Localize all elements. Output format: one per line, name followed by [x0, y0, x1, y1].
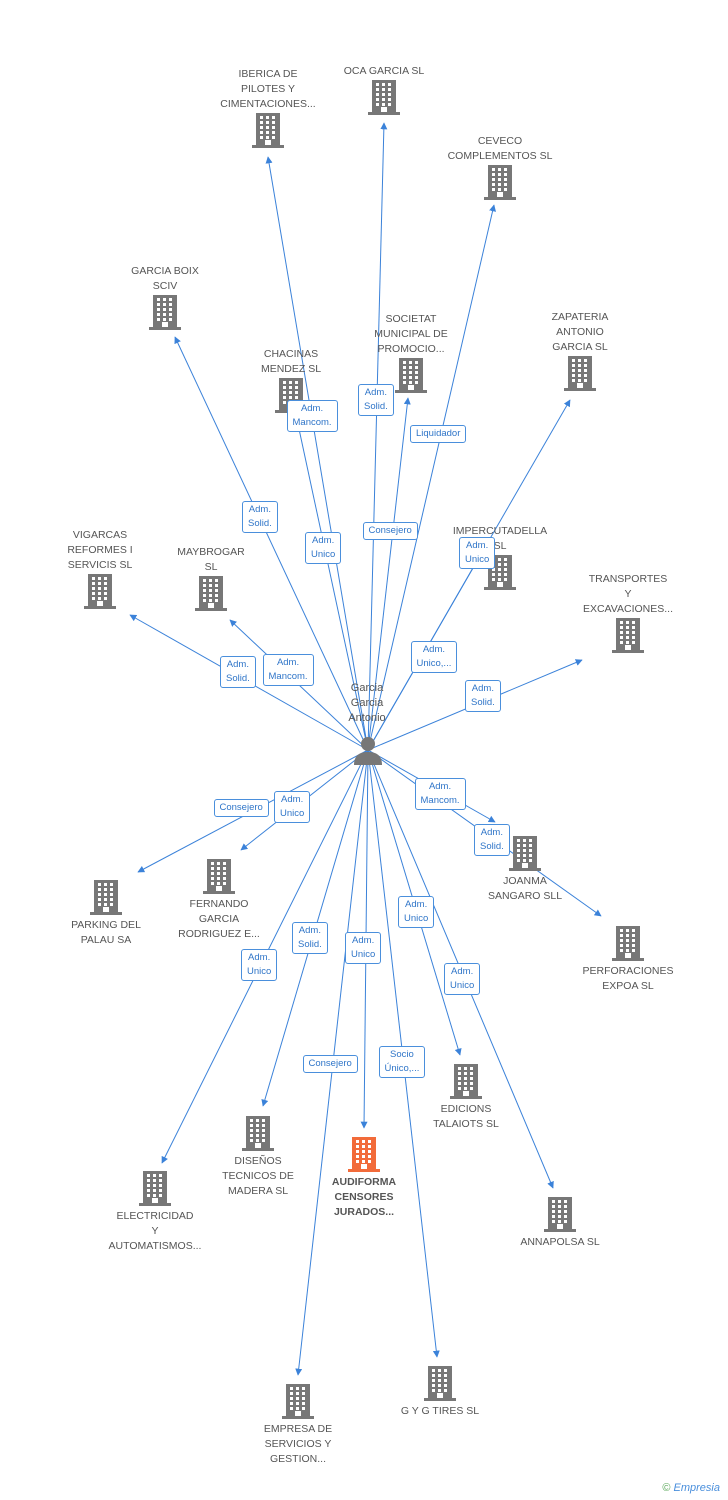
company-node-joanma[interactable]: JOANMA SANGARO SLL: [465, 835, 585, 904]
building-icon[interactable]: [611, 925, 645, 961]
company-name[interactable]: PARKING DEL PALAU SA: [71, 919, 141, 946]
company-node-annapolsa[interactable]: ANNAPOLSA SL: [500, 1196, 620, 1250]
company-node-parking[interactable]: PARKING DEL PALAU SA: [46, 879, 166, 948]
building-icon[interactable]: [148, 294, 182, 330]
relation-label-zapateria[interactable]: Adm. Unico: [459, 537, 496, 569]
company-node-audiforma[interactable]: AUDIFORMA CENSORES JURADOS...: [304, 1136, 424, 1220]
company-node-electricidad[interactable]: ELECTRICIDAD Y AUTOMATISMOS...: [95, 1170, 215, 1254]
company-node-societat[interactable]: SOCIETAT MUNICIPAL DE PROMOCIO...: [351, 312, 471, 393]
company-name[interactable]: ZAPATERIA ANTONIO GARCIA SL: [551, 311, 609, 353]
center-person-name: Garcia Garcia Antonio: [348, 682, 386, 724]
edge-boix: [174, 336, 369, 751]
relation-label-impercutadella[interactable]: Adm. Unico,...: [410, 641, 458, 673]
company-name[interactable]: OCA GARCIA SL: [343, 65, 425, 77]
relation-label-audiforma[interactable]: Adm. Unico: [345, 932, 382, 964]
relation-label-transportes[interactable]: Adm. Solid.: [465, 680, 501, 712]
edge-chacinas: [293, 414, 369, 751]
relation-label-disenos[interactable]: Adm. Solid.: [292, 922, 328, 954]
relation-label-societat[interactable]: Adm. Solid.: [358, 384, 394, 416]
relation-label-iberica[interactable]: Adm. Unico: [305, 532, 342, 564]
relation-label-annapolsa[interactable]: Adm. Unico: [444, 963, 481, 995]
company-node-maybrogar[interactable]: MAYBROGAR SL: [151, 545, 271, 611]
company-node-iberica[interactable]: IBERICA DE PILOTES Y CIMENTACIONES...: [208, 67, 328, 148]
building-icon[interactable]: [241, 1115, 275, 1151]
company-name[interactable]: VIGARCAS REFORMES I SERVICIS SL: [67, 529, 133, 571]
company-node-zapateria[interactable]: ZAPATERIA ANTONIO GARCIA SL: [520, 310, 640, 391]
building-icon[interactable]: [394, 357, 428, 393]
company-node-fernando[interactable]: FERNANDO GARCIA RODRIGUEZ E...: [159, 858, 279, 942]
company-name[interactable]: SOCIETAT MUNICIPAL DE PROMOCIO...: [374, 313, 448, 355]
company-node-disenos[interactable]: DISEÑOS TECNICOS DE MADERA SL: [198, 1115, 318, 1199]
footer-brand: © Empresia: [662, 1482, 720, 1494]
edge-oca: [367, 122, 388, 751]
building-icon[interactable]: [423, 1365, 457, 1401]
brand-name[interactable]: Empresia: [673, 1482, 720, 1494]
relation-label-boix[interactable]: Adm. Solid.: [242, 501, 278, 533]
company-node-oca[interactable]: OCA GARCIA SL: [324, 64, 444, 115]
building-icon[interactable]: [543, 1196, 577, 1232]
relation-label-parking[interactable]: Consejero: [213, 799, 269, 817]
company-node-gyg[interactable]: G Y G TIRES SL: [380, 1365, 500, 1419]
building-icon[interactable]: [347, 1136, 381, 1172]
relation-label-electricidad[interactable]: Adm. Unico: [241, 949, 278, 981]
edge-ceveco: [367, 204, 496, 751]
company-node-chacinas[interactable]: CHACINAS MENDEZ SL: [231, 347, 351, 413]
building-icon[interactable]: [483, 164, 517, 200]
company-name[interactable]: TRANSPORTES Y EXCAVACIONES...: [582, 573, 674, 615]
relation-label-empresa[interactable]: Consejero: [302, 1055, 358, 1073]
relation-label-vigarcas[interactable]: Adm. Solid.: [220, 656, 256, 688]
building-icon[interactable]: [281, 1383, 315, 1419]
company-node-transportes[interactable]: TRANSPORTES Y EXCAVACIONES...: [568, 572, 688, 653]
edge-societat: [367, 397, 411, 751]
building-icon[interactable]: [251, 112, 285, 148]
company-node-impercutadella[interactable]: IMPERCUTADELLA SL: [440, 524, 560, 590]
building-icon[interactable]: [83, 573, 117, 609]
edge-iberica: [265, 156, 369, 751]
company-name[interactable]: CHACINAS MENDEZ SL: [260, 348, 322, 375]
relation-label-fernando[interactable]: Adm. Unico: [274, 791, 311, 823]
building-icon[interactable]: [367, 79, 401, 115]
company-name[interactable]: EMPRESA DE SERVICIOS Y GESTION...: [263, 1423, 333, 1465]
building-icon[interactable]: [563, 355, 597, 391]
relation-label-edicions[interactable]: Adm. Unico: [398, 896, 435, 928]
company-node-edicions[interactable]: EDICIONS TALAIOTS SL: [406, 1063, 526, 1132]
company-node-ceveco[interactable]: CEVECO COMPLEMENTOS SL: [440, 134, 560, 200]
company-name[interactable]: CEVECO COMPLEMENTOS SL: [447, 135, 553, 162]
company-name[interactable]: IBERICA DE PILOTES Y CIMENTACIONES...: [220, 68, 316, 110]
copyright-symbol: ©: [662, 1482, 671, 1494]
company-name[interactable]: EDICIONS TALAIOTS SL: [433, 1103, 499, 1130]
company-name[interactable]: AUDIFORMA CENSORES JURADOS...: [331, 1176, 397, 1218]
company-name[interactable]: PERFORACIONES EXPOA SL: [582, 965, 674, 992]
company-name[interactable]: MAYBROGAR SL: [177, 546, 245, 573]
company-name[interactable]: ELECTRICIDAD Y AUTOMATISMOS...: [108, 1210, 202, 1252]
company-node-vigarcas[interactable]: VIGARCAS REFORMES I SERVICIS SL: [40, 528, 160, 609]
company-name[interactable]: IMPERCUTADELLA SL: [452, 525, 548, 552]
relation-label-oca[interactable]: Consejero: [362, 522, 418, 540]
building-icon[interactable]: [202, 858, 236, 894]
building-icon[interactable]: [89, 879, 123, 915]
person-icon[interactable]: [351, 735, 385, 765]
relation-label-perforaciones[interactable]: Adm. Solid.: [474, 824, 510, 856]
company-node-boix[interactable]: GARCIA BOIX SCIV: [105, 264, 225, 330]
company-node-perforaciones[interactable]: PERFORACIONES EXPOA SL: [568, 925, 688, 994]
company-name[interactable]: ANNAPOLSA SL: [520, 1236, 600, 1248]
relation-label-maybrogar[interactable]: Adm. Mancom.: [262, 654, 314, 686]
relation-label-gyg[interactable]: Socio Único,...: [378, 1046, 426, 1078]
building-icon[interactable]: [508, 835, 542, 871]
building-icon[interactable]: [194, 575, 228, 611]
building-icon[interactable]: [138, 1170, 172, 1206]
relation-label-ceveco[interactable]: Liquidador: [410, 425, 467, 443]
company-name[interactable]: JOANMA SANGARO SLL: [487, 875, 563, 902]
company-name[interactable]: GARCIA BOIX SCIV: [131, 265, 199, 292]
company-name[interactable]: G Y G TIRES SL: [400, 1405, 480, 1417]
relation-label-chacinas[interactable]: Adm. Mancom.: [286, 400, 338, 432]
relation-label-joanma[interactable]: Adm. Mancom.: [414, 778, 466, 810]
company-name[interactable]: FERNANDO GARCIA RODRIGUEZ E...: [178, 898, 260, 940]
building-icon[interactable]: [611, 617, 645, 653]
building-icon[interactable]: [449, 1063, 483, 1099]
company-name[interactable]: DISEÑOS TECNICOS DE MADERA SL: [222, 1155, 294, 1197]
company-node-empresa[interactable]: EMPRESA DE SERVICIOS Y GESTION...: [238, 1383, 358, 1467]
